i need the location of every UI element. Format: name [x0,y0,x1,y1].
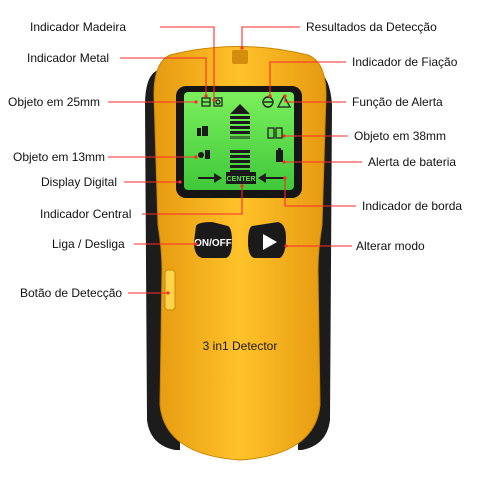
label-object-13mm: Objeto em 13mm [13,150,106,164]
center-text: CENTER [227,176,256,183]
object-13mm-icon [198,150,210,159]
label-center-indicator: Indicador Central [40,207,132,221]
top-notch [232,50,248,64]
leader-dots [166,46,288,295]
metal-indicator-icon [213,97,223,107]
label-digital-display: Display Digital [41,175,118,189]
brand-text: 3 in1 Detector [203,339,278,353]
wood-indicator-icon [201,97,211,107]
label-metal-indicator: Indicador Metal [27,51,110,65]
leader-lines [108,26,362,294]
battery-icon [276,148,283,162]
side-detect-button[interactable] [164,269,176,311]
mode-button[interactable] [248,222,286,258]
label-object-25mm: Objeto em 25mm [8,95,101,109]
label-battery-alert: Alerta de bateria [368,155,457,169]
wiring-indicator-icon [262,96,274,108]
label-object-38mm: Objeto em 38mm [354,129,447,143]
power-button[interactable]: ON/OFF [194,222,232,258]
object-38mm-icon [267,127,283,139]
play-icon [263,234,277,250]
label-wiring-indicator: Indicador de Fiação [352,55,458,69]
label-detect-button: Botão de Detecção [20,286,123,300]
label-detection-results: Resultados da Detecção [306,20,437,34]
center-row: CENTER [198,172,284,184]
label-change-mode: Alterar modo [356,239,425,253]
label-power: Liga / Desliga [52,237,125,251]
label-edge-indicator: Indicador de borda [362,199,463,213]
power-button-label: ON/OFF [194,238,232,249]
lcd-screen [184,92,294,190]
object-25mm-icon [197,126,208,136]
label-wood-indicator: Indicador Madeira [30,20,127,34]
detection-result-bars [230,104,250,173]
label-alert-function: Função de Alerta [352,95,443,109]
